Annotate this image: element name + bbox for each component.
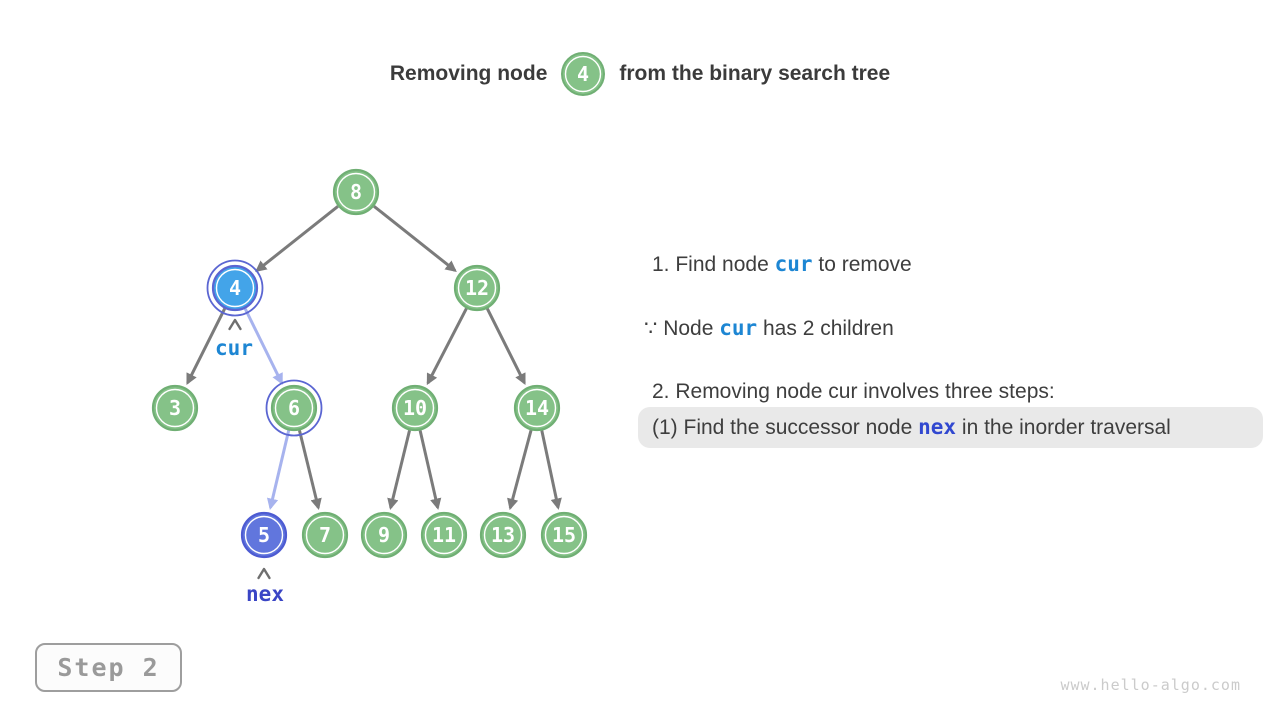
tree-node-value: 8 [350,180,362,204]
note-text: ∵ Node [644,317,720,340]
note-line-1: 1. Find node cur to remove [652,251,912,278]
tree-edge-12-10 [426,307,468,386]
tree-node-value: 10 [403,396,427,420]
tree-node-9: 9 [360,511,408,559]
binary-tree-diagram: 8 4 12 3 6 10 14 5 7 9 11 13 15 cur nex [151,168,588,606]
tree-node-11: 11 [420,511,468,559]
note-text: in the inorder traversal [956,416,1171,439]
tree-node-10: 10 [391,384,439,432]
tree-node-value: 9 [378,523,390,547]
title-prefix: Removing node [389,62,548,85]
note-text: 2. Removing node cur involves three step… [652,380,1055,403]
note-line-2: ∵ Node cur has 2 children [644,315,894,342]
tree-node-value: 13 [491,523,515,547]
pointer-caret-cur [228,318,242,331]
note-text: to remove [812,253,912,276]
tree-node-4: 4 [206,259,264,317]
keyword-cur: cur [774,252,813,276]
tree-node-5: 5 [240,511,288,559]
tree-edge-14-15 [540,430,562,510]
tree-edge-8-4 [255,205,339,273]
note-line-4: (1) Find the successor node nex in the i… [638,414,1171,441]
tree-node-6: 6 [265,379,323,437]
note-text: has 2 children [757,317,894,340]
note-text: (1) Find the successor node [652,416,919,439]
tree-edge-6-7 [297,429,322,511]
tree-node-7: 7 [301,511,349,559]
tree-edge-12-14 [485,307,526,385]
keyword-nex: nex [918,415,957,439]
title-node-icon: 4 [561,52,606,96]
tree-node-value: 5 [258,523,270,547]
tree-node-13: 13 [479,511,527,559]
keyword-cur: cur [719,316,758,340]
note-line-3: 2. Removing node cur involves three step… [652,379,1055,405]
tree-edge-10-9 [387,429,412,511]
tree-node-value: 7 [319,523,331,547]
tree-node-value: 4 [229,276,241,300]
tree-edge-4-6 [243,307,283,385]
tree-edge-6-5 [266,430,291,510]
title-node-circle: 4 [560,51,606,97]
note-highlight-pill: (1) Find the successor node nex in the i… [638,407,1263,448]
pointer-label-nex: nex [246,582,284,606]
pointer-caret-nex [257,567,271,580]
tree-node-8: 8 [332,168,380,216]
title-suffix: from the binary search tree [619,62,891,85]
tree-node-value: 15 [552,523,576,547]
tree-node-value: 12 [465,276,489,300]
title-node-value: 4 [577,62,589,86]
tree-node-value: 3 [169,396,181,420]
tree-node-value: 11 [432,523,456,547]
tree-edge-4-3 [186,307,227,385]
tree-node-value: 6 [288,396,300,420]
tree-edge-14-13 [507,429,533,511]
pointer-label-cur: cur [215,336,253,360]
tree-node-15: 15 [540,511,588,559]
page-title: Removing node 4 from the binary search t… [0,48,1280,100]
tree-node-12: 12 [453,264,501,312]
tree-node-3: 3 [151,384,199,432]
step-button[interactable]: Step 2 [35,643,182,692]
watermark: www.hello-algo.com [1060,676,1241,694]
tree-edge-8-12 [373,205,457,273]
tree-edge-10-11 [418,430,442,510]
tree-node-value: 14 [525,396,549,420]
tree-node-14: 14 [513,384,561,432]
note-text: 1. Find node [652,253,775,276]
